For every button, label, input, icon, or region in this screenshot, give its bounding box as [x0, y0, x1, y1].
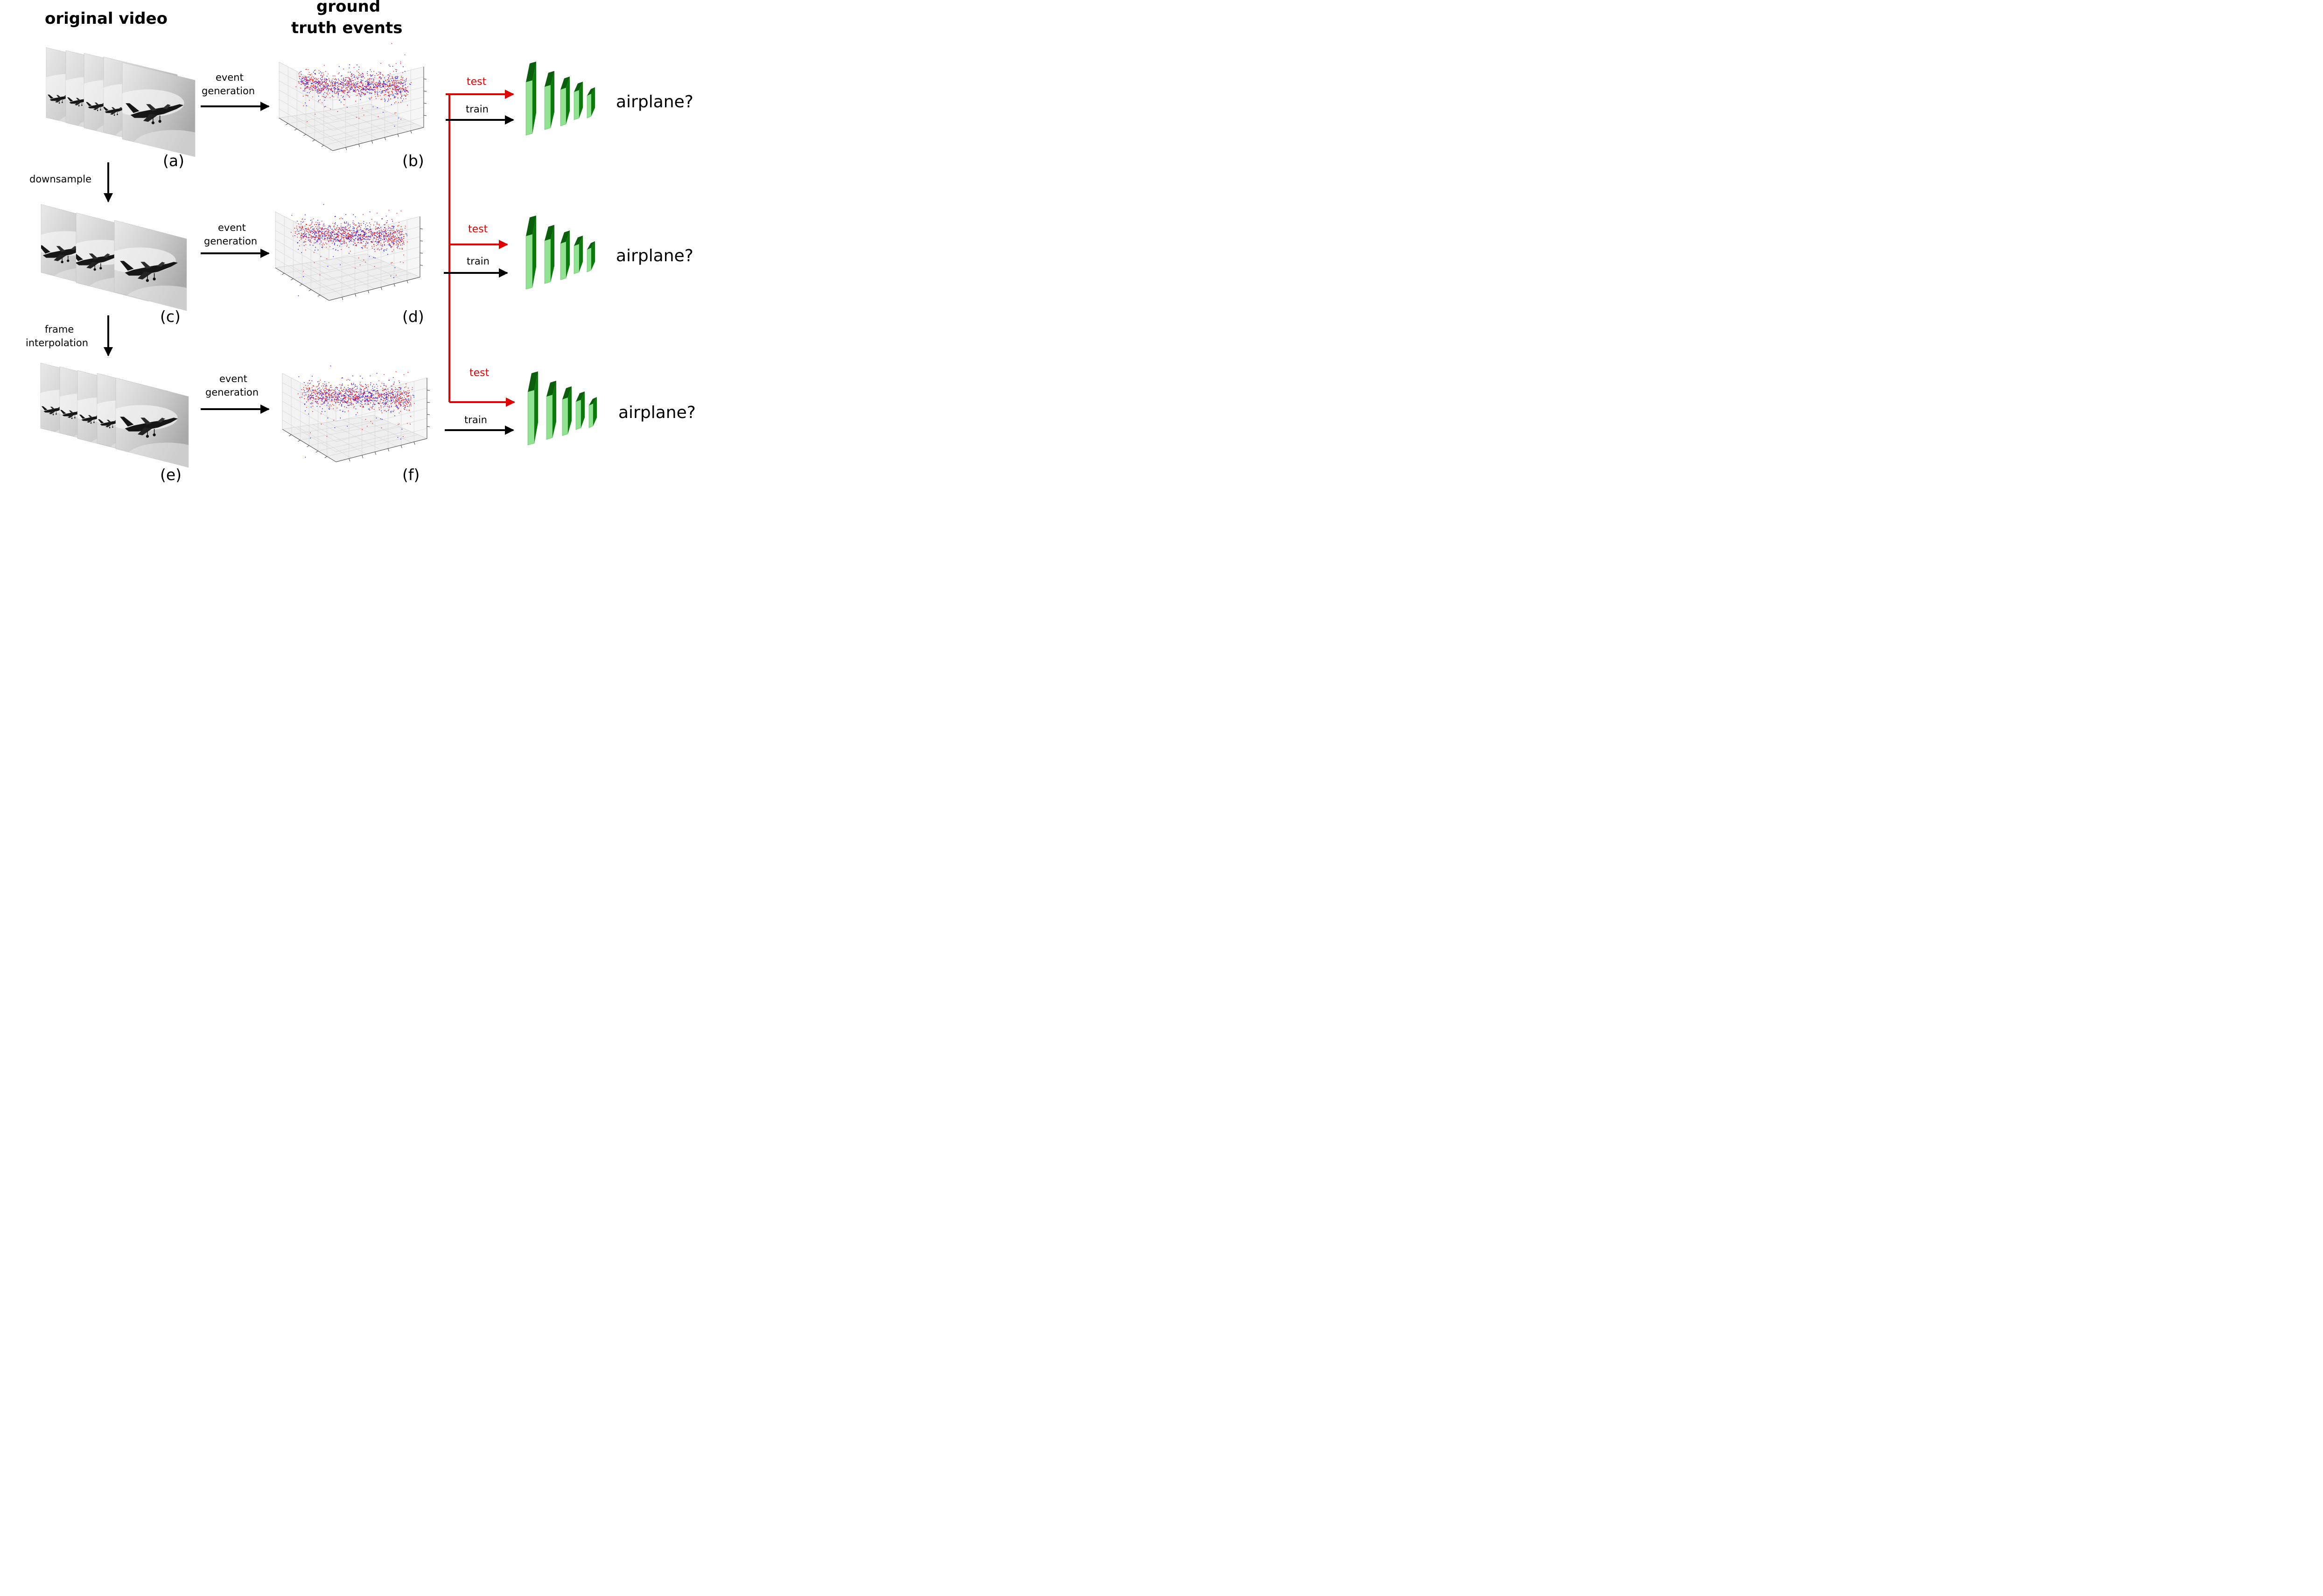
event-cloud-b — [278, 43, 427, 151]
panel-label-d: (d) — [402, 307, 424, 326]
event-cloud-plots — [274, 43, 430, 462]
video-frame-stacks — [40, 47, 196, 468]
network-block-icon — [525, 216, 595, 290]
airplane-silhouette-icon — [120, 417, 178, 438]
flow-arrows — [104, 90, 515, 435]
panel-label-e: (e) — [160, 466, 182, 484]
train-label-1: train — [466, 104, 489, 115]
event-generation-label-1-line1: event — [216, 72, 244, 83]
diagram-stage: original video ground truth events (a) (… — [0, 0, 723, 497]
downsample-label: downsample — [29, 174, 92, 185]
event-cloud-f — [281, 365, 430, 462]
airplane-silhouette-icon — [104, 106, 127, 116]
frame-interpolation-label-line2: interpolation — [26, 337, 89, 348]
test-label-3: test — [469, 367, 490, 379]
train-label-2: train — [467, 256, 490, 267]
train-label-3: train — [464, 414, 487, 425]
airplane-question-3: airplane? — [618, 403, 696, 422]
ground-truth-header-line2: truth events — [291, 19, 403, 37]
event-generation-label-2-line2: generation — [204, 236, 258, 247]
airplane-silhouette-icon — [76, 252, 121, 271]
event-points — [291, 204, 408, 296]
airplane-question-1: airplane? — [616, 92, 693, 112]
event-cloud-d — [274, 204, 423, 301]
ground-truth-header-line1: ground — [316, 0, 381, 16]
diagram-artwork — [40, 43, 597, 468]
panel-label-c: (c) — [160, 307, 181, 326]
video-stack-e — [40, 362, 189, 468]
video-stack-e-frame — [115, 377, 189, 468]
frame-interpolation-label-line1: frame — [45, 324, 74, 335]
event-generation-label-3-line1: event — [219, 373, 247, 384]
video-stack-a — [46, 47, 196, 157]
network-block-icon — [527, 371, 597, 446]
event-points — [298, 365, 415, 458]
video-stack-c — [41, 204, 187, 311]
panel-label-b: (b) — [402, 152, 424, 170]
network-block-icon — [525, 62, 595, 136]
test-label-1: test — [467, 76, 487, 88]
event-points — [295, 43, 412, 127]
panel-label-a: (a) — [163, 152, 184, 170]
airplane-silhouette-icon — [126, 103, 183, 125]
event-generation-label-1-line2: generation — [202, 85, 255, 97]
video-stack-c-frame — [114, 220, 187, 311]
network-icons — [525, 62, 597, 446]
airplane-silhouette-icon — [120, 261, 178, 282]
original-video-header: original video — [45, 9, 168, 28]
video-stack-a-frame — [122, 62, 196, 157]
event-generation-label-2-line1: event — [218, 222, 246, 233]
panel-label-f: (f) — [402, 466, 420, 484]
event-generation-label-3-line2: generation — [205, 387, 259, 398]
airplane-question-2: airplane? — [616, 246, 693, 265]
test-label-2: test — [468, 223, 488, 235]
